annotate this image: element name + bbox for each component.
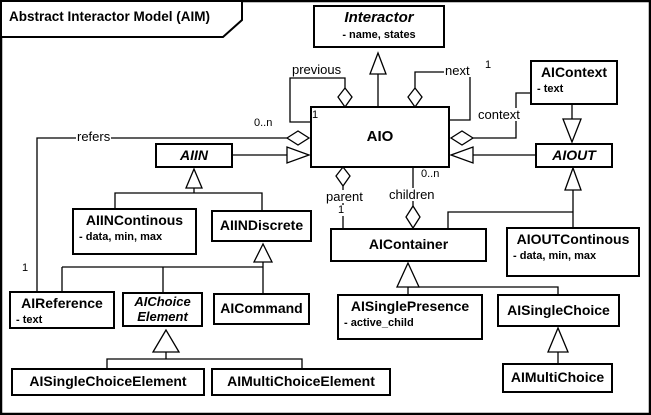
class-aireference: AIReference - text — [9, 291, 115, 329]
generalization-triangle-aio-right — [449, 146, 474, 164]
class-aimultichoice-title: AIMultiChoice — [510, 369, 605, 386]
multiplicity-refers-0n: 0..n — [254, 117, 273, 129]
class-aisinglechoiceelement: AISingleChoiceElement — [11, 368, 205, 396]
generalization-triangle-aiout-bottom — [564, 166, 582, 191]
class-aioutcontinous-attributes: - data, min, max — [513, 249, 597, 262]
generalization-triangle-interactor — [369, 51, 387, 75]
class-aisinglepresence-attributes: - active_child — [344, 316, 414, 329]
class-aioutcontinous-title: AIOUTContinous — [516, 231, 630, 247]
class-interactor-attributes: - name, states — [342, 28, 416, 41]
class-aireference-attributes: - text — [16, 313, 43, 326]
aicontainer-subtree-branch-line — [407, 286, 559, 294]
aichoiceelement-subtree-branch-line — [106, 358, 303, 368]
aggregation-diamond-next — [407, 86, 423, 109]
class-aicontext-title: AIContext — [540, 64, 608, 80]
association-label-refers: refers — [76, 129, 112, 144]
class-aisinglepresence: AISinglePresence - active_child — [337, 294, 483, 340]
frame-title-tab — [0, 0, 243, 38]
aggregation-diamond-parent — [335, 165, 351, 188]
class-aiin: AIIN — [155, 143, 233, 168]
multiplicity-next-1: 1 — [485, 59, 492, 71]
multiplicity-refers-1: 1 — [22, 262, 29, 274]
multiplicity-parent-1: 1 — [338, 204, 345, 216]
generalization-triangle-aiout-top — [562, 118, 582, 144]
aggregation-diamond-previous — [337, 86, 353, 109]
aggregation-diamond-children — [405, 204, 421, 230]
association-label-context: context — [477, 107, 521, 122]
aggregation-diamond-refers — [285, 130, 311, 146]
association-label-previous: previous — [291, 62, 343, 77]
generalization-triangle-aio-left — [286, 146, 311, 164]
class-aio: AIO — [310, 106, 450, 168]
class-aiin-title: AIIN — [180, 146, 208, 163]
class-aimultichoiceelement-title: AIMultiChoiceElement — [227, 373, 375, 390]
class-interactor: Interactor - name, states — [313, 5, 445, 48]
association-label-next: next — [444, 63, 471, 78]
diagram-title: Abstract Interactor Model (AIM) — [9, 9, 211, 24]
generalization-triangle-aichoiceelement — [151, 328, 181, 353]
class-aiindiscrete: AIINDiscrete — [211, 210, 312, 242]
class-aicontext: AIContext - text — [530, 60, 618, 105]
class-aisinglechoice: AISingleChoice — [497, 294, 620, 327]
class-aiincontinous-title: AIINContinous — [85, 212, 184, 228]
association-label-children: children — [388, 187, 436, 202]
class-aimultichoiceelement: AIMultiChoiceElement — [211, 368, 391, 396]
class-aiindiscrete-title: AIINDiscrete — [219, 217, 304, 234]
class-aicommand-title: AICommand — [220, 300, 303, 317]
class-aisinglechoiceelement-title: AISingleChoiceElement — [29, 373, 187, 390]
class-aicontainer-title: AIContainer — [368, 236, 449, 253]
class-aiincontinous: AIINContinous - data, min, max — [72, 208, 197, 255]
aiout-subtree-branch-line — [447, 211, 573, 228]
class-aireference-title: AIReference — [21, 295, 103, 311]
multiplicity-children-0n: 0..n — [421, 168, 440, 180]
class-aisinglechoice-title: AISingleChoice — [507, 301, 610, 318]
class-aichoiceelement: AIChoice Element — [122, 292, 203, 327]
class-aisinglepresence-title: AISinglePresence — [350, 298, 470, 314]
class-aimultichoice: AIMultiChoice — [502, 363, 613, 393]
class-aiout-title: AIOUT — [552, 146, 596, 163]
generalization-triangle-aisinglechoice — [547, 326, 569, 353]
class-aioutcontinous: AIOUTContinous - data, min, max — [506, 227, 640, 277]
association-previous-line — [289, 77, 346, 123]
class-aicommand: AICommand — [213, 293, 310, 325]
aiin-subtree-branch-line — [114, 192, 263, 210]
class-aio-title: AIO — [366, 127, 394, 145]
class-aichoiceelement-title: AIChoice Element — [134, 293, 191, 324]
generalization-triangle-aicontainer — [395, 261, 421, 288]
association-refers-line — [36, 137, 287, 291]
class-aiout: AIOUT — [535, 143, 613, 168]
association-label-parent: parent — [325, 189, 364, 204]
class-aicontext-attributes: - text — [537, 82, 564, 95]
class-aiincontinous-attributes: - data, min, max — [79, 230, 163, 243]
generalization-triangle-aiindiscrete — [252, 242, 274, 263]
class-interactor-title: Interactor — [344, 9, 414, 26]
multiplicity-previous-1: 1 — [312, 109, 319, 121]
generalization-triangle-aiin — [185, 167, 203, 189]
aggregation-diamond-context — [449, 130, 475, 146]
class-aicontainer: AIContainer — [330, 228, 487, 262]
